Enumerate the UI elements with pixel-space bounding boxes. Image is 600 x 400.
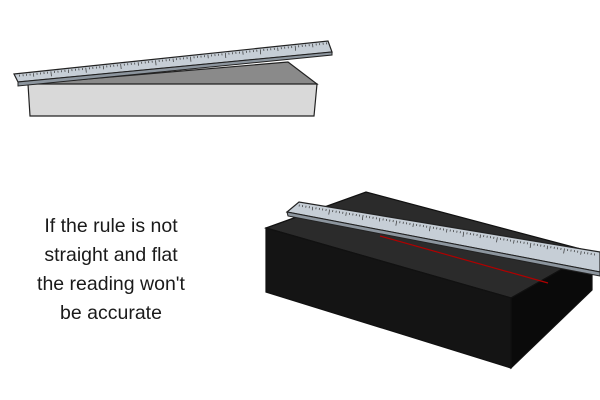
tilted-rule-edge	[17, 51, 333, 87]
caption-line: If the rule is not	[44, 215, 178, 237]
ruler-tick	[311, 206, 314, 211]
light-block	[27, 61, 319, 117]
ruler-tick	[50, 71, 52, 77]
ruler-tick	[429, 226, 431, 232]
ruler-tick	[378, 217, 381, 222]
ruler-tick	[259, 49, 262, 55]
ruler-tick	[529, 242, 532, 248]
caption-line: straight and flat	[44, 244, 178, 266]
ruler-tick	[294, 45, 296, 51]
flat-rule-edge	[286, 211, 600, 277]
ruler-tick	[479, 234, 481, 239]
caption: If the rule is not straight and flat the…	[8, 212, 214, 328]
tilted-rule	[13, 40, 333, 87]
ruler-tick	[446, 228, 448, 233]
ruler-tick	[513, 240, 515, 244]
caption-line: the reading won't	[37, 273, 185, 295]
ruler-tick	[546, 245, 549, 250]
ruler-tick	[345, 212, 347, 216]
ruler-tick	[155, 60, 157, 66]
ruler-tick	[580, 251, 582, 255]
ruler-tick	[328, 209, 330, 215]
ruler-tick	[462, 231, 465, 237]
flat-rule-ticks	[298, 204, 595, 256]
ruler-tick	[395, 220, 398, 226]
ruler-tick	[85, 67, 87, 73]
ruler-tick	[412, 223, 414, 227]
ruler-tick	[496, 237, 498, 243]
flat-rule	[285, 201, 600, 277]
caption-line: be accurate	[60, 302, 162, 324]
ruler-tick	[190, 56, 192, 62]
light-block-front-face	[27, 83, 318, 117]
ruler-tick	[120, 63, 122, 70]
ruler-tick	[563, 248, 565, 254]
reference-line	[379, 235, 549, 284]
tilted-rule-ticks	[19, 42, 328, 77]
ruler-tick	[224, 52, 227, 59]
ruler-tick	[361, 215, 364, 221]
